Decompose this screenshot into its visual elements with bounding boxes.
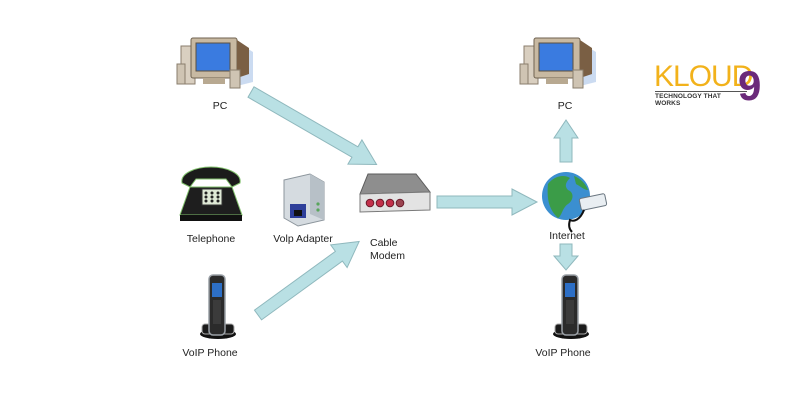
node-label-internet: Internet	[549, 230, 585, 242]
node-label-voip-adapter: Volp Adapter	[273, 233, 333, 245]
telephone-icon	[179, 166, 243, 221]
arrow-internet-to-voip-phone	[552, 243, 580, 271]
arrow-internet-to-pc	[553, 119, 579, 163]
cordless-phone-icon	[553, 274, 589, 339]
node-label-voip-phone-left: VoIP Phone	[182, 347, 238, 359]
globe-icon	[542, 172, 608, 233]
arrow-pc-to-modem	[247, 86, 378, 166]
node-label-voip-phone-right: VoIP Phone	[535, 347, 591, 359]
cable-modem-icon	[359, 173, 432, 213]
node-label-telephone: Telephone	[186, 233, 236, 245]
logo-tagline: TECHNOLOGY THAT WORKS	[655, 91, 747, 107]
logo-wordmark: KLOUD	[654, 60, 753, 93]
node-label-pc-right: PC	[557, 100, 573, 112]
desktop-computer-icon	[176, 37, 253, 89]
arrow-modem-to-internet	[436, 188, 539, 216]
desktop-computer-icon	[519, 37, 596, 89]
arrow-voip-phone-to-modem	[253, 240, 360, 321]
voip-adapter-icon	[283, 173, 325, 227]
cordless-phone-icon	[200, 274, 236, 339]
node-label-cable-modem-line1: Cable	[370, 237, 398, 249]
logo-numeral: 9	[738, 62, 762, 109]
kloud9-logo: KLOUD TECHNOLOGY THAT WORKS 9	[650, 60, 770, 110]
node-label-pc-left: PC	[212, 100, 228, 112]
node-label-cable-modem-line2: Modem	[370, 250, 406, 262]
